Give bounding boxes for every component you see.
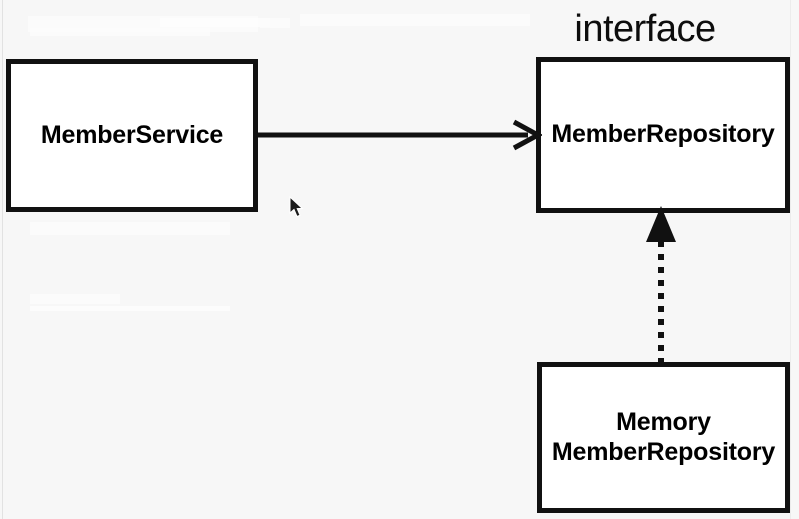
- left-gutter-rule: [2, 0, 3, 519]
- background-ghost-artifact-5: [30, 222, 230, 235]
- right-gutter-rule: [790, 0, 791, 519]
- interface-annotation-label: interface: [574, 8, 716, 50]
- edge-realization-memory-member-repository-to-member-repository[interactable]: [626, 204, 696, 366]
- background-ghost-artifact-4: [300, 14, 530, 26]
- uml-node-memory-member-repository-label: Memory MemberRepository: [551, 408, 776, 466]
- background-ghost-artifact-1: [28, 16, 258, 32]
- uml-node-member-repository[interactable]: MemberRepository: [536, 57, 790, 213]
- edge-dependency-arrowhead-open: [512, 119, 542, 151]
- edge-dependency-member-service-to-member-repository[interactable]: [252, 114, 542, 158]
- background-ghost-artifact-7: [30, 306, 230, 311]
- background-ghost-artifact-2: [160, 18, 270, 27]
- uml-node-memory-member-repository[interactable]: Memory MemberRepository: [537, 362, 790, 513]
- mouse-pointer-cursor: [289, 196, 304, 218]
- uml-node-member-repository-label: MemberRepository: [551, 120, 775, 149]
- background-ghost-artifact-8: [260, 18, 290, 28]
- uml-node-member-service-label: MemberService: [40, 120, 224, 149]
- background-ghost-artifact-6: [30, 294, 120, 304]
- edge-realization-arrowhead-filled-triangle: [646, 206, 676, 242]
- background-ghost-artifact-3: [30, 28, 210, 36]
- uml-node-member-service[interactable]: MemberService: [6, 59, 258, 212]
